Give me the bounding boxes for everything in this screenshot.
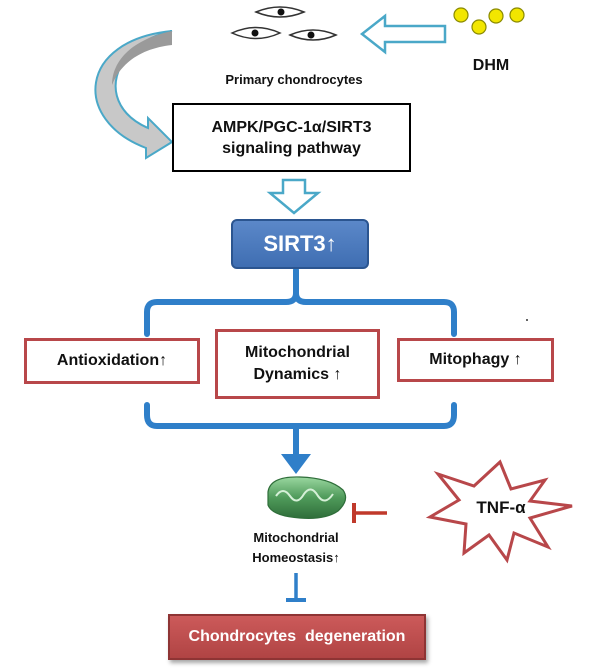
pathway-box: AMPK/PGC-1α/SIRT3 signaling pathway (172, 103, 411, 172)
mito-dynamics-box: Mitochondrial Dynamics ↑ (215, 329, 380, 399)
stray-dot (526, 319, 528, 321)
homeostasis-label: Mitochondrial Homeostasis↑ (216, 528, 376, 568)
tnf-star-shape (425, 459, 573, 564)
curved-arrow-shade (112, 31, 172, 85)
homeostasis-line1: Mitochondrial (253, 530, 339, 545)
tnf-inhibition-arrow (352, 503, 387, 523)
antioxidation-box: Antioxidation↑ (24, 338, 200, 384)
mitochondrion-icon (267, 476, 347, 519)
pathway-label-line2: signaling pathway (222, 139, 361, 157)
homeostasis-inhibition-arrow (286, 573, 306, 602)
chondrocyte-cell-icon (288, 29, 338, 41)
homeostasis-line2: Homeostasis↑ (252, 550, 340, 565)
chondrocyte-cell-icon (254, 6, 306, 18)
mito-dynamics-line2: Dynamics ↑ (253, 366, 342, 383)
primary-chondrocytes-label: Primary chondrocytes (225, 72, 363, 87)
chondrocyte-cell-icon (230, 26, 282, 40)
pathway-to-sirt3-arrow (266, 178, 322, 215)
dhm-molecule-icon (453, 7, 525, 35)
upper-bracket (144, 267, 457, 337)
dhm-label: DHM (472, 57, 510, 74)
degeneration-box: Chondrocytes degeneration (168, 614, 426, 660)
dhm-to-cells-arrow (359, 13, 447, 55)
sirt3-box: SIRT3↑ (231, 219, 369, 269)
mitophagy-box: Mitophagy ↑ (397, 338, 554, 382)
mito-dynamics-line1: Mitochondrial (245, 344, 350, 361)
pathway-label-line1: AMPK/PGC-1α/SIRT3 (211, 118, 372, 136)
tnf-label: TNF-α (476, 498, 526, 517)
lower-bracket (144, 402, 457, 461)
bracket-arrowhead (281, 454, 311, 474)
